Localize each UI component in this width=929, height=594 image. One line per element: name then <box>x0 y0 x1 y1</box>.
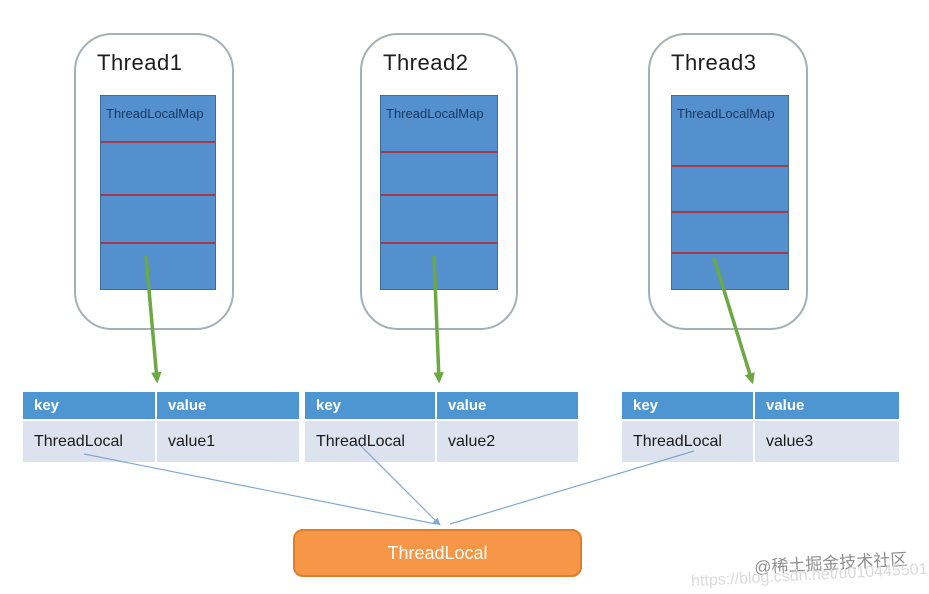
kv-cell-value: value2 <box>437 421 578 462</box>
threadlocalmap-box-3: ThreadLocalMap <box>671 95 789 290</box>
map-entry-divider <box>101 242 215 244</box>
map-entry-divider <box>381 151 497 153</box>
kv-cell-key: ThreadLocal <box>23 421 155 462</box>
map-entry-divider <box>672 165 788 167</box>
kv-header-key: key <box>622 392 753 419</box>
map-entry-divider <box>101 141 215 143</box>
threadlocalmap-label-1: ThreadLocalMap <box>106 106 204 121</box>
thread-title-3: Thread3 <box>671 50 757 75</box>
thread-card-1: Thread1 ThreadLocalMap <box>74 33 234 330</box>
threadlocalmap-label-3: ThreadLocalMap <box>677 106 775 121</box>
kv-cell-key: ThreadLocal <box>622 421 753 462</box>
map-entry-divider <box>381 242 497 244</box>
map-entry-divider <box>672 211 788 213</box>
kv-cell-value: value3 <box>755 421 899 462</box>
kv-table-1: key value ThreadLocal value1 <box>23 392 299 462</box>
threadlocalmap-label-2: ThreadLocalMap <box>386 106 484 121</box>
map-entry-divider <box>672 252 788 254</box>
kv-header-key: key <box>23 392 155 419</box>
kv-table-2: key value ThreadLocal value2 <box>305 392 578 462</box>
map-entry-divider <box>101 194 215 196</box>
kv-cell-key: ThreadLocal <box>305 421 435 462</box>
thread-card-2: Thread2 ThreadLocalMap <box>360 33 518 330</box>
kv-header-value: value <box>157 392 299 419</box>
thread-title-2: Thread2 <box>383 50 469 75</box>
kv-header-key: key <box>305 392 435 419</box>
kv-header-value: value <box>437 392 578 419</box>
kv-table-3: key value ThreadLocal value3 <box>622 392 899 462</box>
connector-line-1 <box>83 453 437 525</box>
kv-header-value: value <box>755 392 899 419</box>
thread-card-3: Thread3 ThreadLocalMap <box>648 33 808 330</box>
threadlocalmap-box-2: ThreadLocalMap <box>380 95 498 290</box>
kv-cell-value: value1 <box>157 421 299 462</box>
thread-title-1: Thread1 <box>97 50 183 75</box>
map-entry-divider <box>381 194 497 196</box>
threadlocalmap-box-1: ThreadLocalMap <box>100 95 216 290</box>
threadlocal-shared-box: ThreadLocal <box>293 529 582 577</box>
